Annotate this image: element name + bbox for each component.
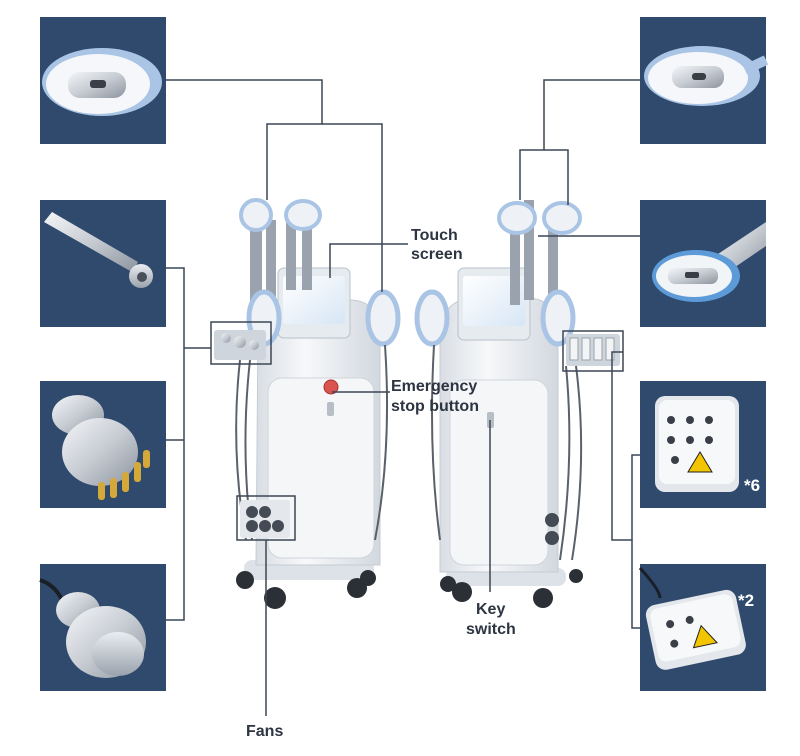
lipo-pad-large-icon <box>655 396 739 492</box>
wheel <box>264 587 286 609</box>
panel-cryo-handle-top-left <box>40 17 166 144</box>
panel-multipolar-rf <box>40 381 166 508</box>
machine-right <box>414 200 620 608</box>
callout-box-pads <box>562 330 624 372</box>
cryo-handle-icon <box>42 48 162 116</box>
touch-screen <box>283 276 345 324</box>
panel-cryo-handle-large <box>640 200 766 327</box>
panel-rf-wand <box>40 200 166 327</box>
lipo-pad-small-icon <box>638 566 746 670</box>
label-key-switch-line1: Key <box>476 601 505 618</box>
label-touch-screen-line1: Touch <box>411 227 458 244</box>
emergency-stop-button <box>323 379 339 395</box>
machine-left <box>214 198 401 609</box>
label-emergency-line2: stop button <box>391 398 479 415</box>
wheel <box>236 571 254 589</box>
wheel <box>440 576 456 592</box>
panel-lipo-pad-small: *2 <box>638 564 766 691</box>
label-emergency-line1: Emergency <box>391 378 477 395</box>
cavitation-head-icon <box>39 578 146 678</box>
connector-lines <box>166 79 640 716</box>
wheel <box>533 588 553 608</box>
panel-cryo-handle-top-right <box>640 17 769 144</box>
label-touch-screen-line2: screen <box>411 246 463 263</box>
wheel <box>569 569 583 583</box>
callout-box-heads <box>210 321 272 365</box>
cryo-handle-large-icon <box>652 222 766 302</box>
wheel <box>452 582 472 602</box>
panel-cavitation-head <box>39 564 166 691</box>
panel-lipo-pad-large: *6 <box>640 381 766 508</box>
rf-wand-icon <box>44 212 153 288</box>
lipo-pad-small-quantity: *2 <box>738 591 754 610</box>
multipolar-rf-icon <box>52 395 150 500</box>
lipo-pad-large-quantity: *6 <box>744 476 760 495</box>
wheel <box>360 570 376 586</box>
label-key-switch-line2: switch <box>466 621 516 638</box>
label-fans: Fans <box>246 723 283 740</box>
cryo-handle-icon <box>644 46 769 106</box>
